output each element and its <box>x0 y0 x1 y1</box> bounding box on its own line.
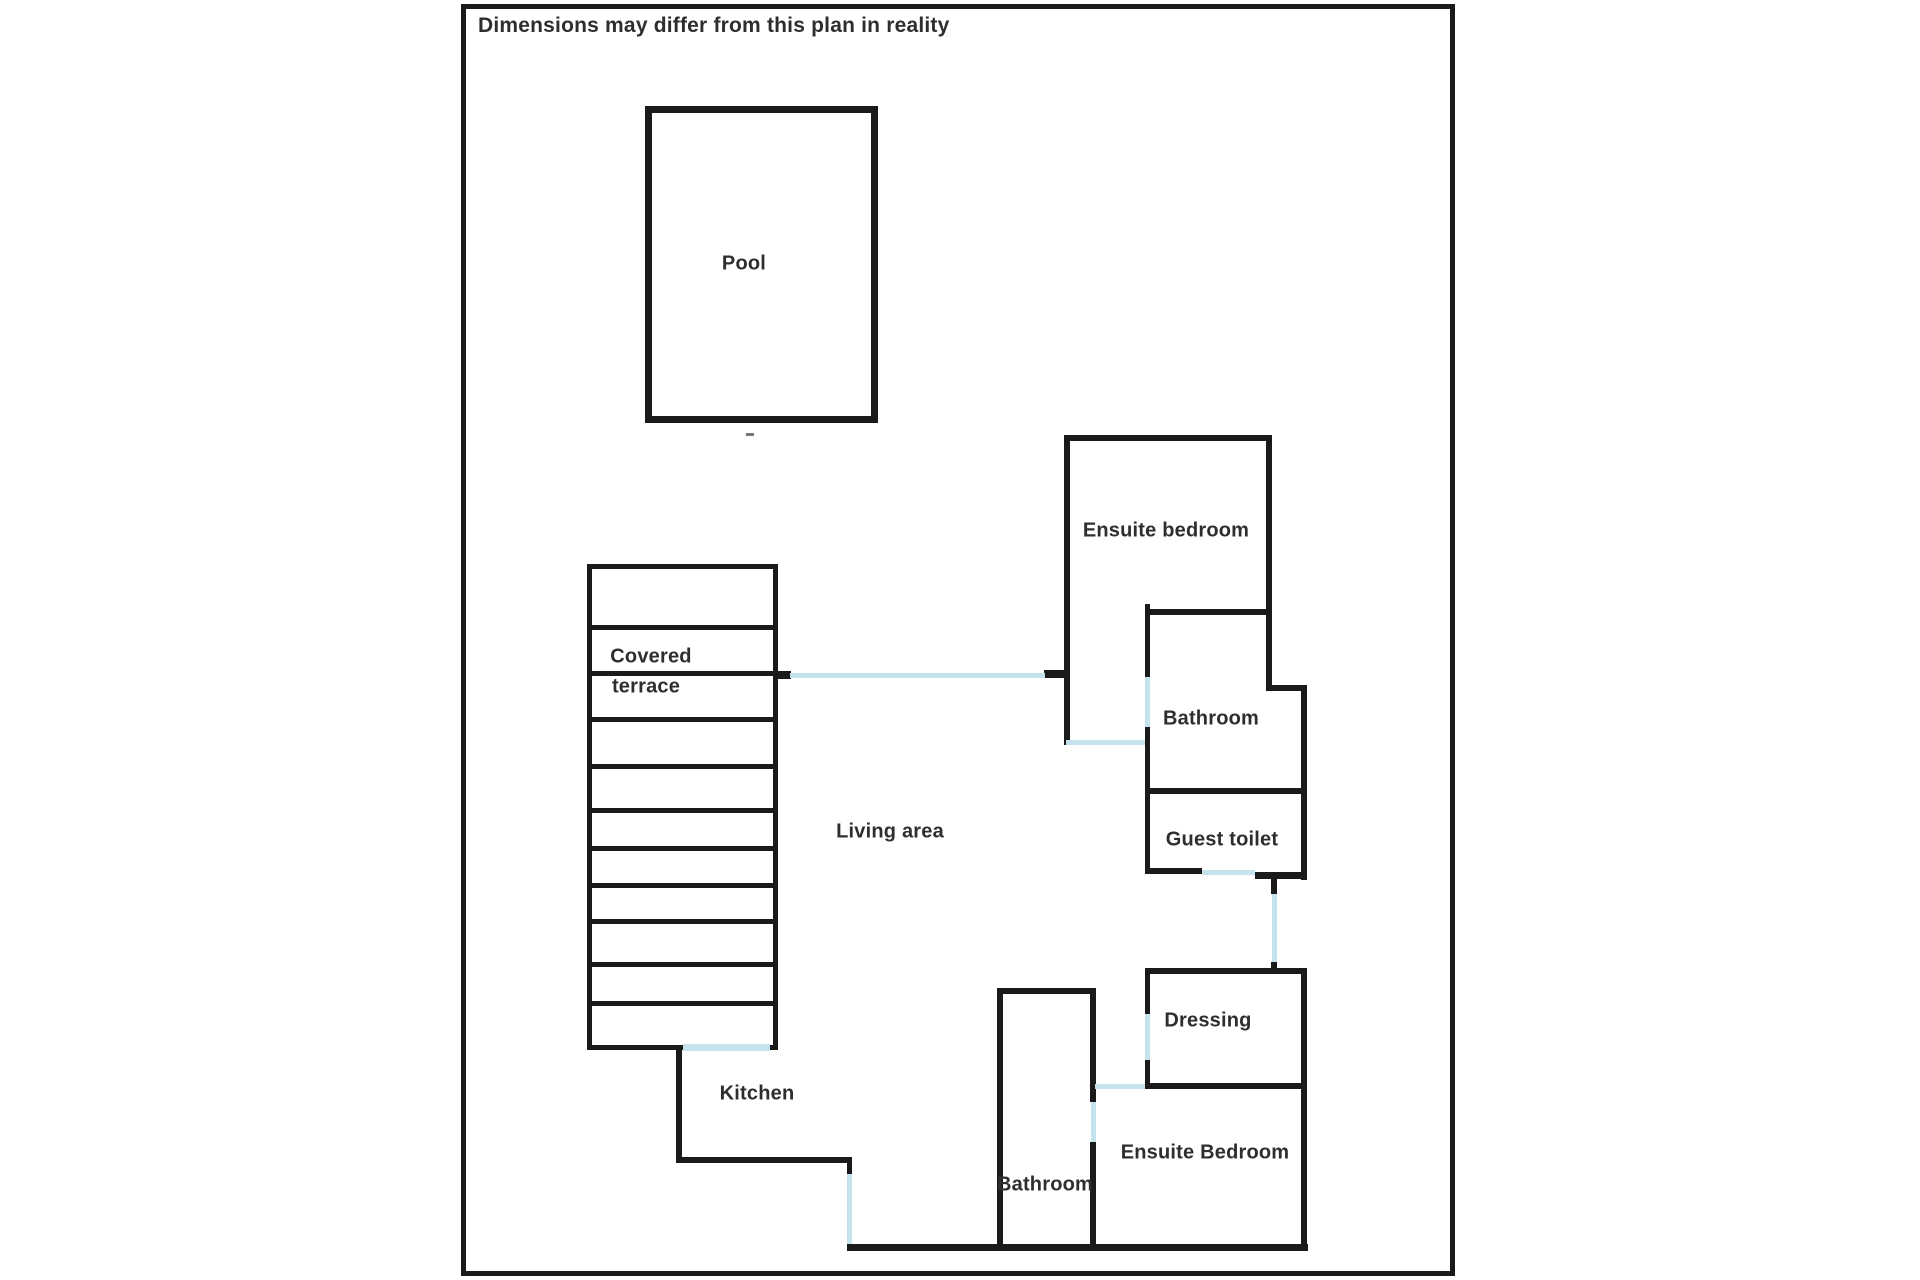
stub-living-opening-left <box>777 671 791 679</box>
wall-bathroom-top-step <box>1266 685 1307 691</box>
opening-corridor <box>1272 894 1277 962</box>
room-label-bathroom-top: Bathroom <box>1162 707 1260 730</box>
wall-bathroom-top-west-upper <box>1145 604 1150 677</box>
opening-dressing-door <box>1145 1014 1150 1060</box>
wall-bathroom-top-west-lower <box>1145 727 1150 793</box>
wall-kitchen-left <box>676 1050 682 1163</box>
wall-ensuite-bottom-east <box>1301 1083 1307 1251</box>
wall-kitchen-bottom <box>676 1157 852 1163</box>
wall-dressing-south <box>1145 1083 1307 1089</box>
wall-bathroom-bottom-east-lower <box>1090 1142 1096 1251</box>
room-label-dressing: Dressing <box>1164 1009 1252 1032</box>
terrace-louver-6 <box>587 846 778 851</box>
wall-house-bottom <box>847 1244 1308 1251</box>
wall-guest-toilet-south-right <box>1255 872 1307 879</box>
opening-living-glazing <box>790 673 1045 678</box>
wall-guest-toilet-west <box>1145 788 1150 874</box>
wall-guest-toilet-east <box>1301 788 1307 880</box>
wall-bathroom-bottom-north <box>997 988 1095 994</box>
wall-bathroom-top-east <box>1301 685 1307 793</box>
plan-outer-border <box>461 4 1455 1276</box>
room-label-covered-terrace-line2: terrace <box>611 675 681 698</box>
stub-corridor-lower <box>1271 962 1277 971</box>
terrace-louver-3 <box>587 717 778 722</box>
opening-bathroom-bottom-door <box>1091 1102 1096 1142</box>
pool-outline <box>645 106 878 423</box>
terrace-louver-9 <box>587 962 778 967</box>
terrace-louver-4 <box>587 764 778 769</box>
room-label-ensuite-bedroom-bottom: Ensuite Bedroom <box>1120 1141 1290 1164</box>
wall-guest-toilet-south-left <box>1145 868 1202 874</box>
opening-kitchen-entry <box>847 1174 852 1244</box>
stub-corridor-upper <box>1271 877 1277 894</box>
terrace-louver-10 <box>587 1001 778 1006</box>
opening-bathroom-top-door <box>1145 677 1150 727</box>
wall-ensuite-top-west <box>1064 435 1070 745</box>
wall-guest-toilet-north <box>1145 788 1307 794</box>
terrace-outline <box>587 564 778 1050</box>
terrace-louver-2 <box>587 671 778 676</box>
small-dash-mark <box>746 433 754 436</box>
wall-dressing-north <box>1145 968 1307 974</box>
wall-dressing-west-lower <box>1145 1060 1150 1088</box>
wall-ensuite-top-east <box>1266 435 1272 691</box>
wall-bathroom-bottom-west <box>997 988 1003 1251</box>
wall-bathroom-top-north <box>1145 609 1272 615</box>
room-label-covered-terrace-line1: Covered <box>610 645 692 668</box>
stub-living-opening-right <box>1044 670 1066 678</box>
room-label-pool: Pool <box>721 252 767 275</box>
terrace-louver-1 <box>587 625 778 630</box>
room-label-guest-toilet: Guest toilet <box>1165 828 1279 851</box>
room-label-kitchen: Kitchen <box>719 1082 795 1105</box>
room-label-living-area: Living area <box>836 820 944 843</box>
opening-guest-toilet-door <box>1202 870 1255 875</box>
wall-bathroom-bottom-east-upper <box>1090 988 1096 1102</box>
opening-terrace-kitchen <box>683 1044 770 1051</box>
terrace-louver-5 <box>587 808 778 813</box>
room-label-bathroom-bottom: Bathroom <box>996 1173 1094 1196</box>
terrace-louver-7 <box>587 883 778 888</box>
disclaimer-text: Dimensions may differ from this plan in … <box>478 14 950 37</box>
opening-bedroom-corridor <box>1095 1084 1145 1089</box>
wall-dressing-east <box>1301 968 1307 1088</box>
wall-ensuite-top-north <box>1064 435 1272 441</box>
terrace-louver-8 <box>587 919 778 924</box>
wall-kitchen-entry-stub <box>847 1157 852 1174</box>
opening-ensuite-top-lobby <box>1066 740 1145 745</box>
room-label-ensuite-bedroom-top: Ensuite bedroom <box>1082 519 1250 542</box>
wall-dressing-west-upper <box>1145 968 1150 1014</box>
